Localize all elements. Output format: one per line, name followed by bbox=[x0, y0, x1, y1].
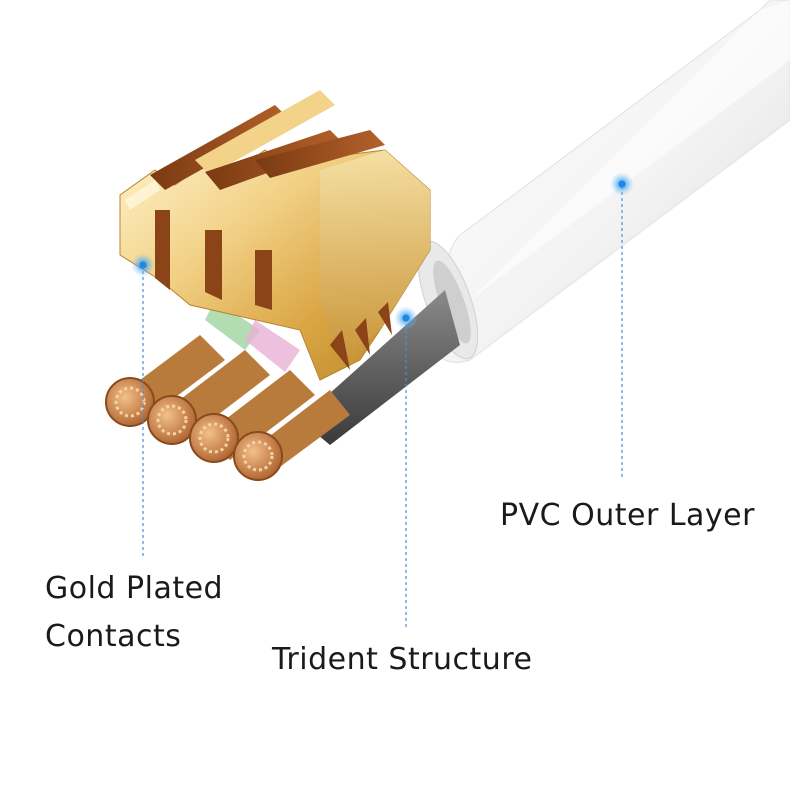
wire-end-3 bbox=[189, 413, 239, 463]
label-gold-line-2: Contacts bbox=[45, 619, 182, 654]
pvc-jacket bbox=[417, 0, 790, 363]
leader-lines bbox=[142, 186, 623, 628]
label-gold-line-1: Gold Plated bbox=[45, 571, 224, 606]
glowing-dot-icon bbox=[402, 314, 410, 322]
marker-dot-trident bbox=[394, 306, 418, 330]
wire-end-2 bbox=[147, 395, 197, 445]
gold-contacts bbox=[119, 90, 431, 381]
wire-end-1 bbox=[105, 377, 155, 427]
label-pvc-outer-layer: PVC Outer Layer bbox=[500, 498, 755, 533]
marker-dot-gold bbox=[131, 253, 155, 277]
glowing-dot-icon bbox=[139, 261, 147, 269]
wire-end-4 bbox=[233, 431, 283, 481]
marker-dot-pvc bbox=[610, 172, 634, 196]
label-trident-structure: Trident Structure bbox=[272, 642, 533, 677]
glowing-dot-icon bbox=[618, 180, 626, 188]
label-gold-plated-contacts: Gold Plated Contacts bbox=[45, 565, 223, 661]
copper-wires bbox=[105, 300, 350, 481]
